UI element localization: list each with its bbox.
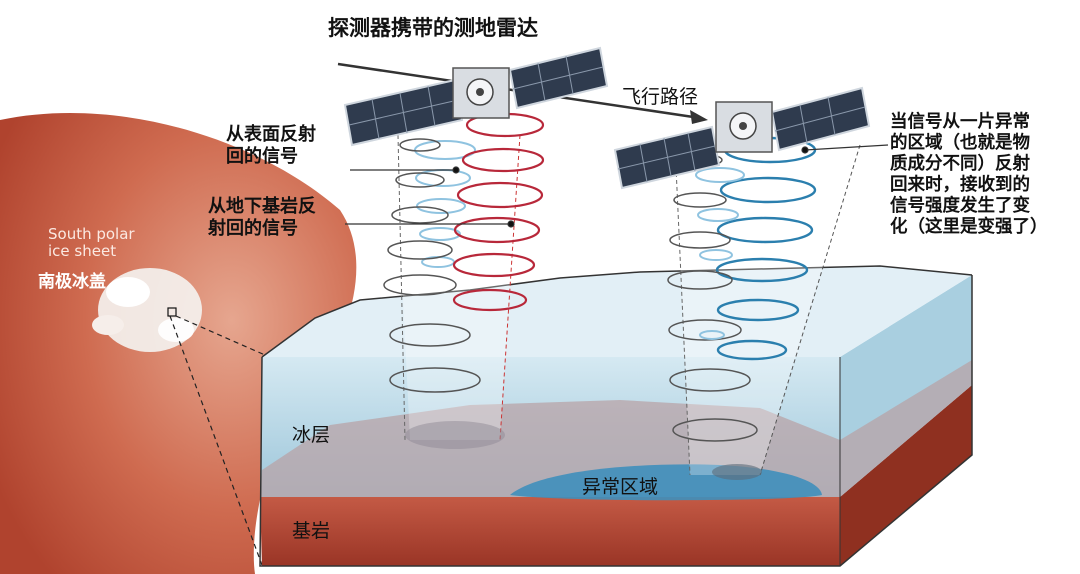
surface-signal-label: 从表面反射 回的信号 xyxy=(226,124,316,167)
transmit-rings-right xyxy=(667,153,758,442)
bedrock-side xyxy=(840,385,972,566)
transmit-rings-left xyxy=(383,138,481,393)
bedrock-front xyxy=(260,497,840,566)
subsurface-bedrock xyxy=(260,360,972,497)
surface-signal-rings xyxy=(414,140,476,268)
satellite-right xyxy=(613,86,871,190)
bedrock-label: 基岩 xyxy=(292,520,331,542)
bedrock-signal-rings xyxy=(452,112,545,312)
title-label: 探测器携带的测地雷达 xyxy=(328,16,538,40)
ice-layer-label: 冰层 xyxy=(292,424,331,446)
leader-lines xyxy=(345,144,889,228)
south-polar-en-label: South polar ice sheet xyxy=(48,225,135,261)
anomaly-note-label: 当信号从一片异常 的区域（也就是物 质成分不同）反射 回来时，接收到的 信号强度… xyxy=(890,112,1048,237)
south-polar-ice-cap xyxy=(92,268,202,352)
flight-path-label: 飞行路径 xyxy=(622,86,699,108)
anomaly-zone-label: 异常区域 xyxy=(582,476,659,498)
ice-surface xyxy=(262,266,972,357)
bedrock-signal-label: 从地下基岩反 射回的信号 xyxy=(208,196,316,239)
terrain-block xyxy=(259,265,973,567)
satellite-left xyxy=(343,46,609,147)
surface-signal-rings-right xyxy=(695,167,745,340)
zoom-lines xyxy=(169,315,266,566)
radar-beam-left xyxy=(383,112,545,449)
south-polar-cn-label: 南极冰盖 xyxy=(38,272,106,292)
zoom-marker-box xyxy=(167,307,177,317)
